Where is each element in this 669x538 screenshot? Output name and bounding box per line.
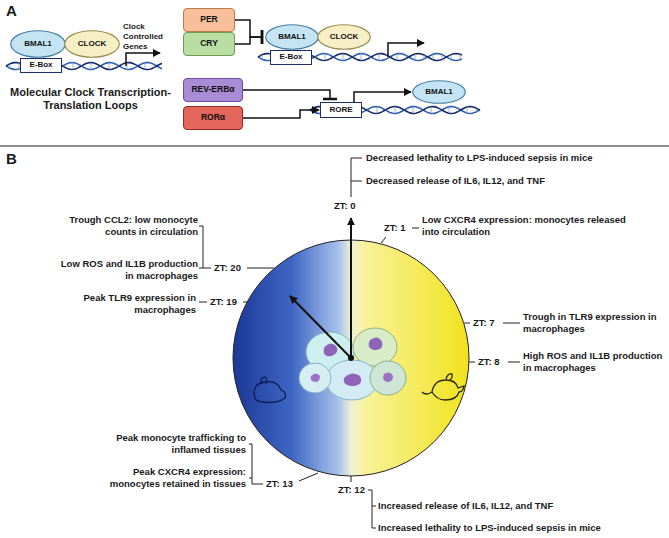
node-label: RORE	[329, 106, 352, 115]
day-mouse-icon	[422, 374, 464, 400]
effect-note: Peak CXCR4 expression: monocytes retaine…	[81, 466, 246, 489]
node-label: RORα	[201, 113, 225, 122]
night-mouse-icon	[254, 377, 285, 403]
dna-strand	[310, 107, 480, 114]
zt-time: ZT: 20	[214, 262, 241, 274]
dna-strand	[310, 107, 480, 114]
protein-box: RORα	[183, 106, 243, 130]
effect-note: Low CXCR4 expression: monocytes released…	[422, 214, 637, 237]
node-label: BMAL1	[425, 88, 453, 97]
panel-letter: B	[6, 150, 17, 168]
zt-time: ZT: 8	[478, 356, 500, 368]
effect-note: High ROS and IL1B production in macropha…	[523, 350, 663, 373]
dna-strand	[314, 107, 476, 114]
zt-time: ZT: 13	[266, 478, 293, 490]
effect-note: Peak TLR9 expression in macrophages	[71, 292, 196, 315]
panel-title: Molecular Clock Transcription-Translatio…	[8, 86, 173, 113]
effect-note: Decreased lethality to LPS-induced sepsi…	[366, 152, 593, 164]
clock-hand	[350, 218, 352, 358]
panel-divider	[0, 145, 669, 146]
gene-label: Clock Controlled Genes	[123, 22, 173, 51]
transcription-arrow	[388, 43, 424, 57]
activation-connector	[354, 92, 411, 102]
protein-box: PER	[183, 8, 235, 32]
promoter-box: E-Box	[270, 50, 312, 65]
protein-box: REV-ERBα	[183, 78, 243, 102]
zt-time: ZT: 7	[473, 317, 495, 329]
protein-ellipse: BMAL1	[10, 30, 66, 58]
node-label: CRY	[200, 39, 218, 48]
dna-strands	[6, 54, 480, 114]
effect-note: Trough in TLR9 expression in macrophages	[523, 311, 663, 334]
ellipse-shape	[413, 81, 466, 104]
effect-note: Trough CCL2: low monocyte counts in circ…	[58, 214, 198, 237]
protein-box: CRY	[183, 32, 235, 56]
ellipse-shape	[65, 31, 120, 58]
node-label: CLOCK	[330, 33, 358, 42]
leader-lines	[199, 158, 520, 528]
protein-ellipse: BMAL1	[412, 80, 466, 104]
ellipse-shape	[318, 25, 371, 50]
zt-time: ZT: 12	[338, 484, 365, 496]
node-label: PER	[200, 15, 217, 24]
node-label: BMAL1	[278, 33, 306, 42]
transcription-arrow	[126, 53, 160, 66]
effect-note: Decreased release of IL6, IL12, and TNF	[366, 175, 545, 187]
inhibition-connector	[235, 20, 262, 37]
zt-time: ZT: 1	[384, 222, 406, 234]
zt-time: ZT: 19	[210, 296, 237, 308]
ellipse-shape	[11, 31, 66, 58]
protein-ellipse: CLOCK	[317, 24, 371, 50]
node-label: CLOCK	[78, 40, 106, 49]
node-label: BMAL1	[24, 40, 52, 49]
inhibition-connector	[235, 37, 262, 44]
effect-note: Peak monocyte trafficking to inflamed ti…	[96, 432, 246, 455]
node-label: E-Box	[29, 61, 52, 70]
ellipse-shape	[266, 25, 319, 50]
effect-note: Increased release of IL6, IL12, and TNF	[378, 500, 553, 512]
clock-pivot	[348, 355, 354, 361]
panel-letter: A	[6, 2, 17, 20]
node-label: E-Box	[279, 53, 302, 62]
clock-hand	[290, 296, 351, 358]
effect-note: Increased lethality to LPS-induced sepsi…	[378, 522, 601, 534]
inhibition-connector	[243, 90, 330, 99]
macrophage-cells	[299, 328, 406, 400]
protein-ellipse: BMAL1	[265, 24, 319, 50]
promoter-box: E-Box	[20, 58, 62, 73]
node-label: REV-ERBα	[191, 85, 234, 94]
protein-ellipse: CLOCK	[64, 30, 120, 58]
promoter-box: RORE	[320, 102, 362, 118]
zt-time: ZT: 0	[334, 200, 356, 212]
activation-connector	[243, 110, 319, 118]
effect-note: Low ROS and IL1B production in macrophag…	[58, 258, 198, 281]
